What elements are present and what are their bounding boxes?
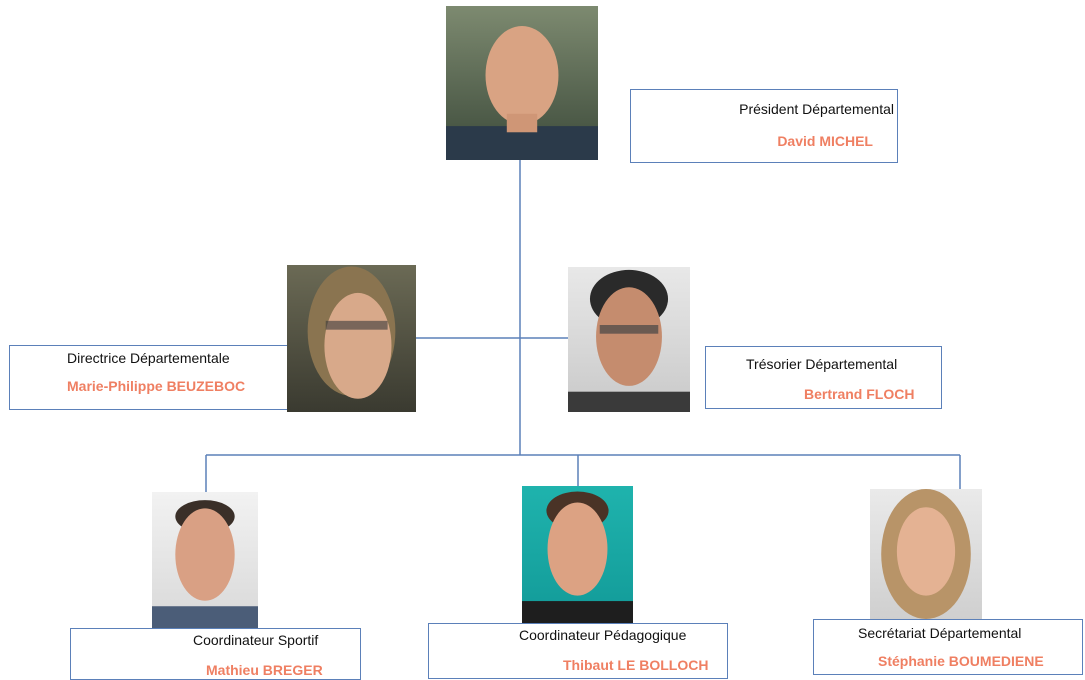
president-role: Président Départemental — [739, 101, 894, 117]
directrice-role: Directrice Départementale — [67, 350, 230, 366]
coord-pedago-box: Coordinateur Pédagogique Thibaut LE BOLL… — [428, 623, 728, 679]
coord-sportif-role: Coordinateur Sportif — [193, 632, 319, 648]
coord-sportif-photo — [152, 492, 258, 628]
tresorier-role: Trésorier Départemental — [746, 356, 898, 372]
coord-pedago-photo — [522, 486, 633, 623]
secretariat-role: Secrétariat Départemental — [858, 625, 1022, 641]
secretariat-box: Secrétariat Départemental Stéphanie BOUM… — [813, 619, 1083, 675]
coord-pedago-name: Thibaut LE BOLLOCH — [563, 657, 709, 673]
coord-sportif-box: Coordinateur Sportif Mathieu BREGER — [70, 628, 361, 680]
president-box: Président Départemental David MICHEL — [630, 89, 898, 163]
tresorier-name: Bertrand FLOCH — [804, 386, 915, 402]
president-name: David MICHEL — [777, 133, 873, 149]
tresorier-photo — [568, 267, 690, 412]
tresorier-box: Trésorier Départemental Bertrand FLOCH — [705, 346, 942, 409]
secretariat-photo — [870, 489, 982, 619]
directrice-name: Marie-Philippe BEUZEBOC — [67, 378, 246, 394]
secretariat-name: Stéphanie BOUMEDIENE — [878, 653, 1044, 669]
coord-pedago-role: Coordinateur Pédagogique — [519, 627, 687, 643]
directrice-photo — [287, 265, 416, 412]
directrice-box: Directrice Départementale Marie-Philippe… — [9, 345, 289, 410]
president-photo — [446, 6, 598, 160]
coord-sportif-name: Mathieu BREGER — [206, 662, 323, 678]
